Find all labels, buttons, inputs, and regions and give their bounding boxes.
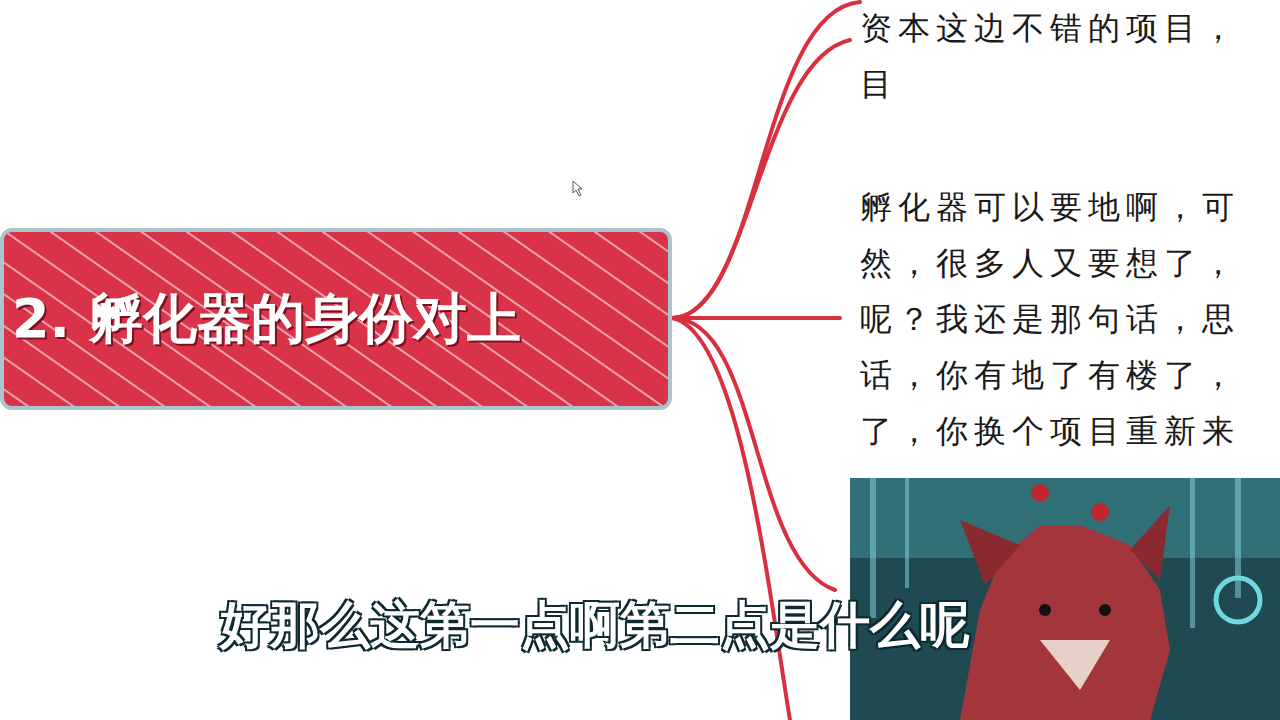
character-eye (1039, 604, 1051, 616)
branch-line (672, 40, 850, 318)
topic-box: 2. 孵化器的身份对上 (0, 228, 672, 410)
cursor (573, 181, 582, 196)
branch-line (672, 318, 835, 590)
cursor-arrow (573, 181, 582, 196)
light-streak (905, 478, 909, 588)
light-streak (1190, 478, 1195, 628)
hat-ball (1091, 503, 1109, 521)
hatch-rect (4, 232, 668, 406)
topic-title: 2. 孵化器的身份对上 (12, 287, 521, 352)
branch-note: 资本这边不错的项目， 目 (860, 0, 1272, 112)
character-ear (1130, 505, 1170, 580)
video-subtitle: 好那么这第一点啊第二点是什么呢 (220, 592, 970, 659)
character-ear (960, 520, 1020, 585)
branch-line (672, 318, 790, 720)
branch-line (672, 316, 840, 320)
branch-line (672, 2, 860, 318)
branch-note: 孵化器可以要地啊，可 然，很多人又要想了， 呢？我还是那句话，思 话，你有地了有… (860, 179, 1272, 459)
glow-ring (1216, 578, 1260, 622)
character-eye (1099, 604, 1111, 616)
hat-ball (1031, 484, 1049, 502)
character-muzzle (1040, 640, 1110, 690)
